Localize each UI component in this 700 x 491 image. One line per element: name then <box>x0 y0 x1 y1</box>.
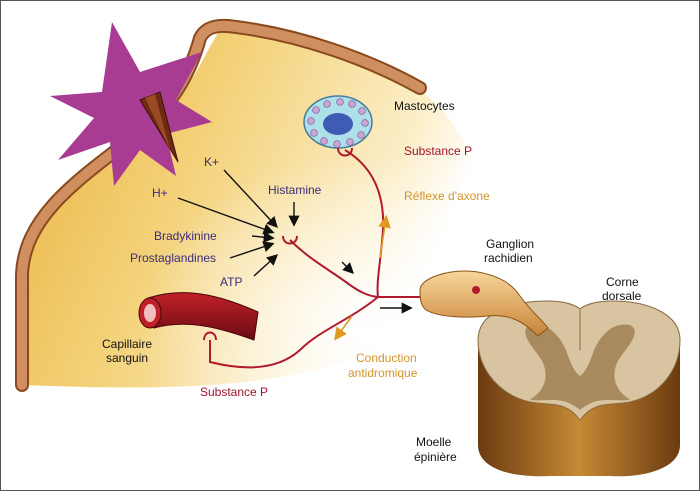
label-substance-p-bottom: Substance P <box>200 385 268 399</box>
label-moelle: Moelle <box>416 435 452 449</box>
label-bradykinine: Bradykinine <box>154 229 217 243</box>
injury-star <box>50 22 212 186</box>
skin-edge-inner <box>17 20 425 390</box>
label-capillaire: Capillaire <box>102 337 152 351</box>
label-epiniere: épinière <box>414 450 457 464</box>
mast-cell-icon <box>303 95 373 149</box>
label-corne: Corne <box>606 275 639 289</box>
label-rachidien: rachidien <box>484 251 533 265</box>
spinal-cord-icon <box>477 300 681 477</box>
label-conduction: Conduction <box>356 351 417 365</box>
label-sanguin: sanguin <box>106 351 148 365</box>
capillary-icon <box>138 292 259 341</box>
thorn-icon <box>139 91 179 163</box>
label-antidromique: antidromique <box>348 366 418 380</box>
label-histamine: Histamine <box>268 183 322 197</box>
label-dorsale: dorsale <box>602 289 642 303</box>
ganglion-icon <box>419 270 549 337</box>
label-substance-p-top: Substance P <box>404 144 472 158</box>
label-k-plus: K+ <box>204 155 219 169</box>
label-prostaglandines: Prostaglandines <box>130 251 216 265</box>
label-mastocytes: Mastocytes <box>394 99 455 113</box>
orange-arrows <box>334 214 391 341</box>
label-ganglion: Ganglion <box>486 237 534 251</box>
label-h-plus: H+ <box>152 186 168 200</box>
label-reflexe-axone: Réflexe d'axone <box>404 189 490 203</box>
label-atp: ATP <box>220 275 242 289</box>
